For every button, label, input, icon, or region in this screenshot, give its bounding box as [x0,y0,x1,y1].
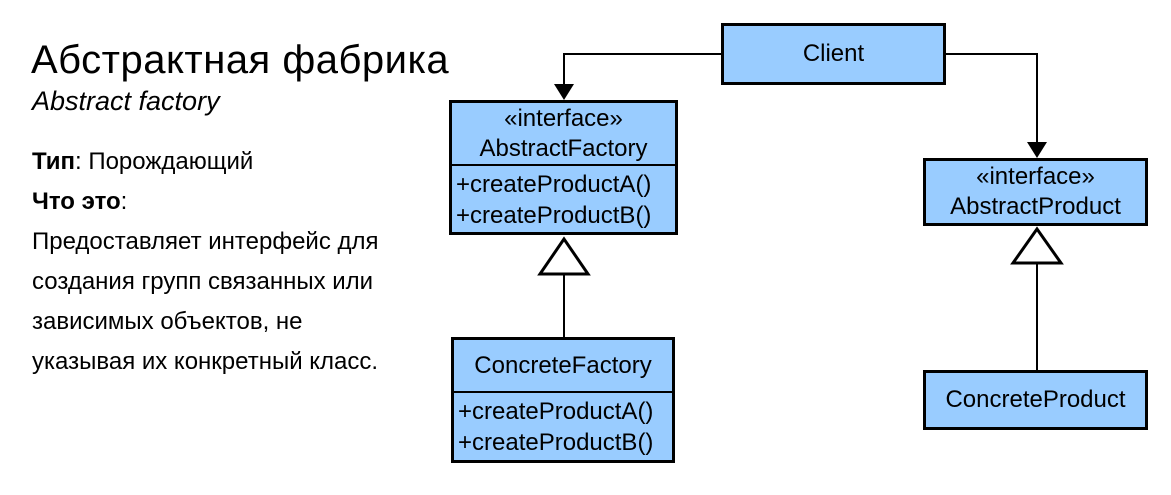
client-to-abstractfactory-line [563,53,721,86]
arrowhead-down-icon [554,84,574,100]
class-box-concrete-factory: ConcreteFactory +createProductA() +creat… [451,337,675,463]
class-header-abstract-factory: «interface» AbstractFactory [452,103,675,164]
class-box-abstract-factory: «interface» AbstractFactory +createProdu… [449,100,678,235]
method-create-product-b: +createProductB() [456,202,652,229]
description-line: Предоставляет интерфейс для [32,228,379,255]
class-name-concrete-factory: ConcreteFactory [474,351,652,379]
page-title: Абстрактная фабрика [31,38,450,82]
class-box-client: Client [721,23,946,85]
generalization-triangle-icon [537,236,591,276]
pattern-type-value: : Порождающий [75,148,254,175]
arrowhead-down-icon [1027,142,1047,158]
methods-abstract-factory: +createProductA() +createProductB() [452,164,675,232]
class-name-abstract-product: AbstractProduct [950,193,1121,220]
class-box-abstract-product: «interface» AbstractProduct [923,158,1148,226]
class-name-concrete-product: ConcreteProduct [945,386,1126,413]
client-to-abstractproduct-line [946,53,1038,144]
class-box-concrete-product: ConcreteProduct [923,370,1148,430]
class-name-abstract-factory: AbstractFactory [479,134,648,162]
stereotype-abstract-factory: «interface» [504,104,623,132]
method-create-product-a: +createProductA() [456,171,652,198]
class-header-concrete-factory: ConcreteFactory [454,340,672,391]
class-header-abstract-product: «interface» AbstractProduct [926,161,1145,223]
pattern-type-line: Тип: Порождающий [32,142,379,182]
pattern-what-label: Что это [32,188,121,215]
pattern-type-label: Тип [32,148,75,175]
pattern-what-colon: : [120,188,128,215]
description-line: зависимых объектов, не [32,308,303,335]
class-name-client: Client [802,40,865,67]
page-subtitle: Abstract factory [32,86,220,116]
stereotype-abstract-product: «interface» [976,163,1095,190]
generalization-triangle-icon [1010,226,1064,265]
pattern-what-line: Что это: [32,182,379,222]
description-line: указывая их конкретный класс. [32,348,379,375]
method-create-product-a: +createProductA() [458,398,654,425]
description-line: создания групп связанных или [32,268,374,295]
method-create-product-b: +createProductB() [458,429,654,456]
pattern-info: Тип: Порождающий Что это: Предоставляет … [32,142,379,382]
methods-concrete-factory: +createProductA() +createProductB() [454,391,672,460]
